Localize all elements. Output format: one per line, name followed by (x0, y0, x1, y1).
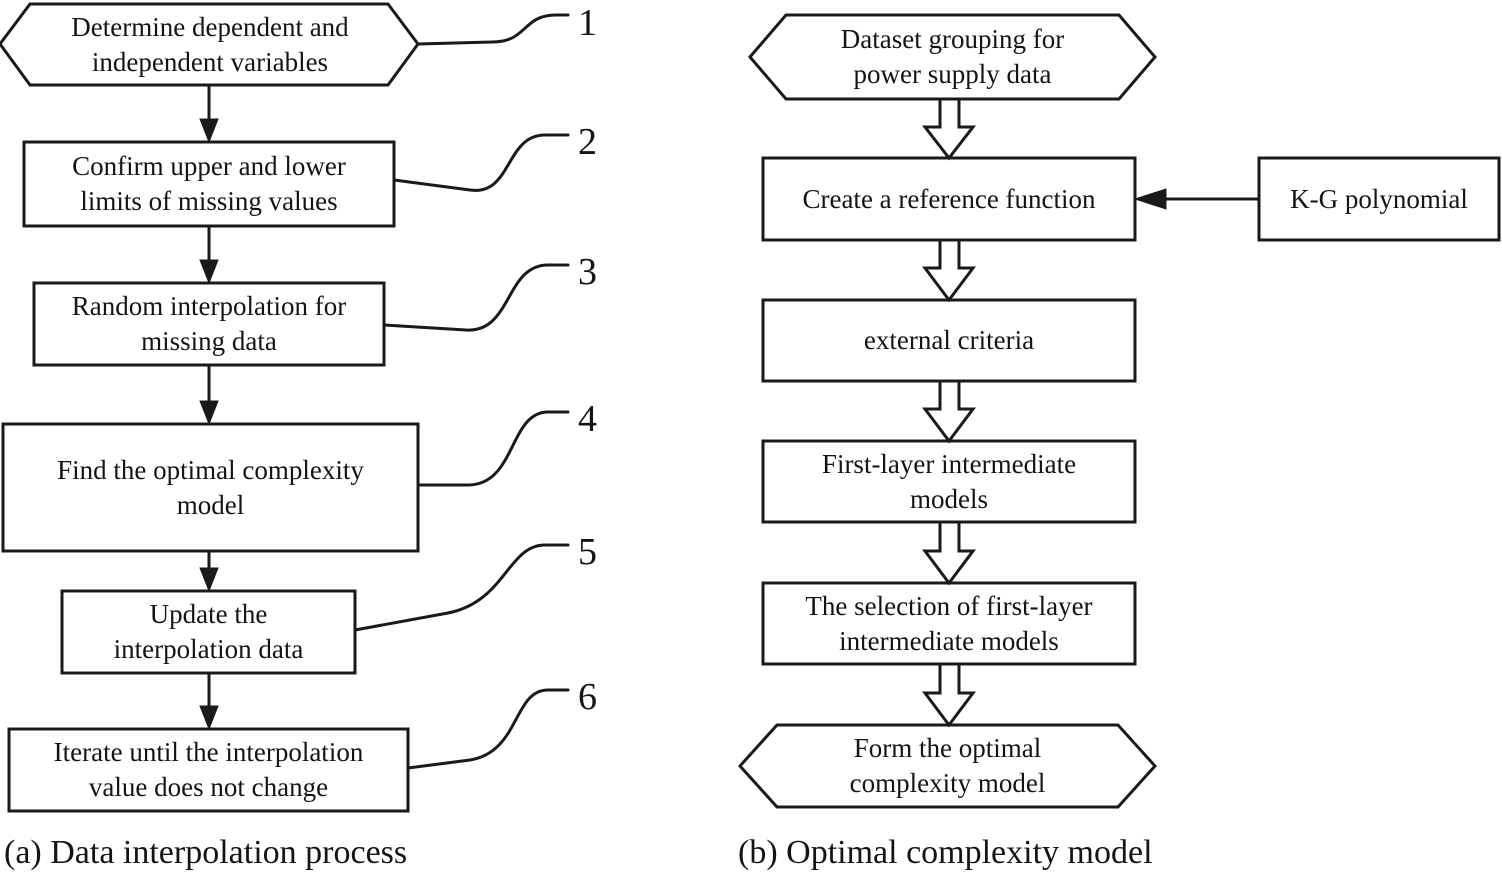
callout-number-5: 5 (578, 531, 597, 573)
connector-a1-a2 (199, 85, 219, 144)
node-a4-rect (1, 422, 420, 553)
connector-a4-a5 (199, 551, 219, 593)
node-b3-rect (761, 298, 1137, 383)
connector-b2-b3 (922, 238, 976, 303)
node-b1-hexagon (748, 13, 1157, 101)
panel-a-caption: (a) Data interpolation process (4, 834, 408, 871)
callout-leader-5 (353, 543, 570, 632)
callout-number-1: 1 (578, 2, 597, 44)
connector-a3-a4 (199, 365, 219, 426)
connector-b7-b2 (1133, 188, 1259, 210)
node-a3-rect (32, 281, 386, 367)
callout-leader-4 (416, 410, 570, 487)
callout-leader-6 (406, 688, 570, 770)
connector-b3-b4 (922, 379, 976, 444)
callout-leader-3 (382, 263, 570, 332)
panel-b-caption: (b) Optimal complexity model (738, 834, 1153, 871)
connector-b1-b2 (921, 97, 977, 161)
connector-a2-a3 (199, 226, 219, 285)
node-b7-rect (1257, 156, 1501, 242)
node-a1-hexagon (0, 2, 420, 87)
callout-number-2: 2 (578, 121, 597, 163)
callout-leader-1 (416, 13, 570, 46)
node-a2-rect (22, 140, 396, 228)
node-b4-rect (761, 439, 1137, 524)
callout-number-4: 4 (578, 398, 597, 440)
callout-number-6: 6 (578, 676, 597, 718)
node-b6-hexagon (737, 723, 1158, 809)
node-a6-rect (7, 727, 410, 813)
callout-number-3: 3 (578, 251, 597, 293)
node-a5-rect (60, 589, 357, 675)
connector-b4-b5 (922, 520, 976, 586)
node-b5-rect (761, 581, 1137, 666)
connector-b5-b6 (922, 662, 976, 728)
callout-leader-2 (392, 133, 570, 192)
node-b2-rect (761, 156, 1137, 242)
connector-a5-a6 (199, 673, 219, 731)
